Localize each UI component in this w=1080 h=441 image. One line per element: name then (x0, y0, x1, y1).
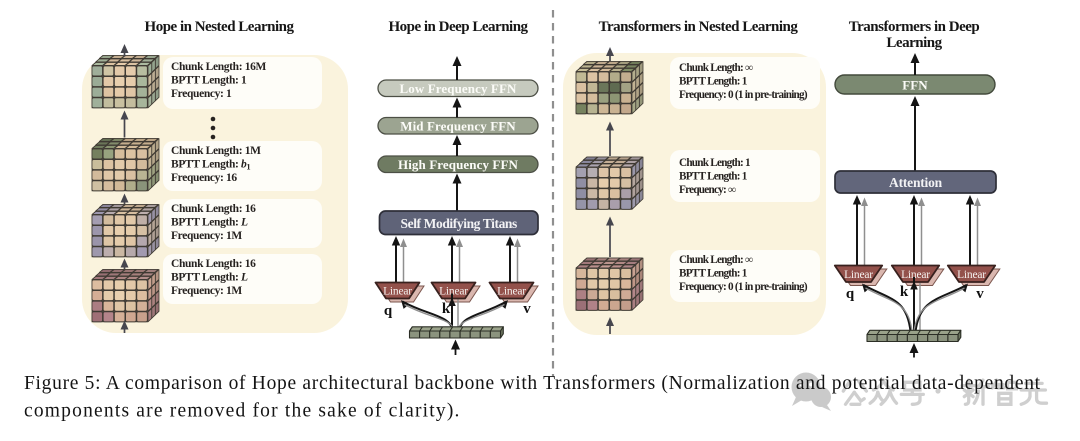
svg-text:BPTT Length: b1: BPTT Length: b1 (171, 159, 250, 172)
svg-text:BPTT Length: 1: BPTT Length: 1 (171, 75, 247, 87)
svg-text:Chunk Length: ∞: Chunk Length: ∞ (679, 62, 753, 74)
svg-text:q: q (384, 303, 393, 319)
svg-text:Frequency: 1M: Frequency: 1M (171, 230, 242, 242)
svg-text:Chunk Length: 1M: Chunk Length: 1M (171, 145, 261, 157)
svg-text:Frequency: 1M: Frequency: 1M (171, 285, 242, 297)
svg-text:Frequency: 0 (1 in pre-trainin: Frequency: 0 (1 in pre-training) (679, 281, 808, 293)
svg-text:v: v (976, 286, 984, 302)
svg-text:Hope in Nested Learning: Hope in Nested Learning (145, 19, 295, 35)
svg-text:Linear: Linear (901, 269, 930, 281)
svg-text:Frequency: 16: Frequency: 16 (171, 172, 237, 184)
svg-text:Transformers in Nested Learnin: Transformers in Nested Learning (599, 19, 799, 35)
svg-text:Learning: Learning (886, 35, 942, 51)
svg-text:Self Modifying Titans: Self Modifying Titans (401, 216, 518, 231)
svg-text:BPTT Length: L: BPTT Length: L (171, 217, 248, 229)
svg-text:Linear: Linear (439, 286, 468, 298)
svg-text:BPTT Length: L: BPTT Length: L (171, 272, 248, 284)
svg-text:Figure 5: A comparison of Hope: Figure 5: A comparison of Hope architect… (24, 373, 1041, 394)
svg-text:components are removed for the: components are removed for the sake of c… (24, 401, 461, 422)
svg-text:BPTT Length: 1: BPTT Length: 1 (679, 76, 748, 88)
svg-text:Chunk Length: 16: Chunk Length: 16 (171, 203, 256, 215)
svg-text:Linear: Linear (844, 269, 873, 281)
svg-text:Chunk Length: 16: Chunk Length: 16 (171, 258, 256, 270)
svg-text:Frequency: ∞: Frequency: ∞ (679, 184, 736, 196)
svg-text:Hope in Deep Learning: Hope in Deep Learning (388, 19, 528, 35)
svg-text:Linear: Linear (497, 286, 526, 298)
svg-text:Chunk Length: 1: Chunk Length: 1 (679, 157, 751, 169)
svg-text:Mid Frequency FFN: Mid Frequency FFN (400, 118, 516, 133)
svg-text:Frequency: 1: Frequency: 1 (171, 88, 232, 100)
svg-text:Linear: Linear (957, 269, 986, 281)
svg-text:Linear: Linear (383, 286, 412, 298)
svg-text:High Frequency FFN: High Frequency FFN (398, 157, 519, 172)
svg-text:Chunk Length: 16M: Chunk Length: 16M (171, 61, 267, 73)
svg-text:BPTT Length: 1: BPTT Length: 1 (679, 171, 748, 183)
svg-text:Frequency: 0 (1 in pre-trainin: Frequency: 0 (1 in pre-training) (679, 89, 808, 101)
svg-text:BPTT Length: 1: BPTT Length: 1 (679, 268, 748, 280)
svg-text:k: k (442, 301, 451, 317)
svg-text:Chunk Length: ∞: Chunk Length: ∞ (679, 254, 753, 266)
svg-text:q: q (846, 286, 855, 302)
svg-text:Low Frequency FFN: Low Frequency FFN (399, 81, 517, 96)
svg-text:k: k (900, 284, 909, 300)
svg-text:Transformers in Deep: Transformers in Deep (849, 19, 980, 35)
svg-text:FFN: FFN (902, 77, 928, 92)
svg-text:v: v (523, 301, 531, 317)
svg-text:Attention: Attention (889, 175, 943, 190)
